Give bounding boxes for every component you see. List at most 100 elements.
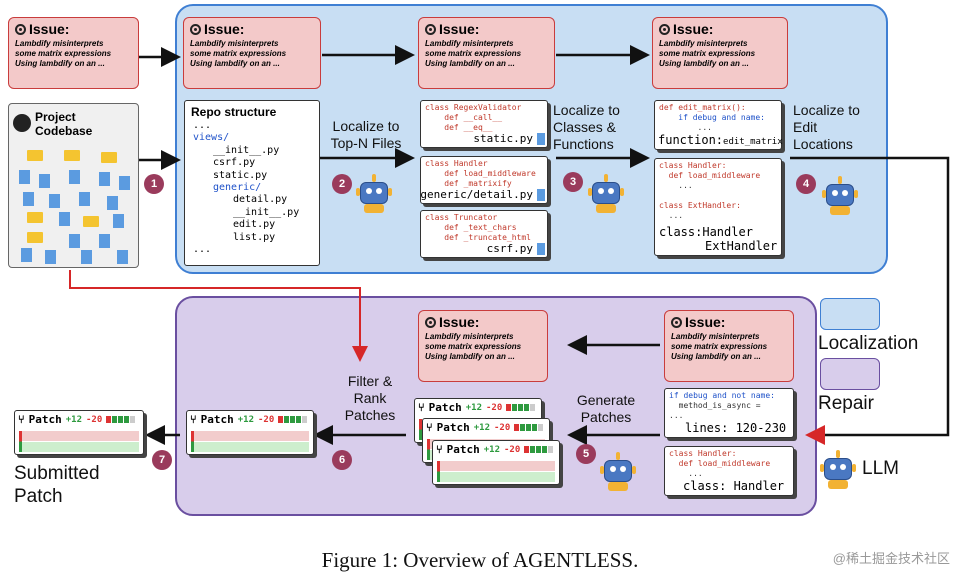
file-card-1: class RegexValidator def __call__ def __… <box>420 100 548 148</box>
step-badge-7: 7 <box>152 450 172 470</box>
file-card-def: def load_middleware <box>444 169 536 178</box>
class2-line: def load_middleware <box>678 459 771 468</box>
diff-added-bar <box>191 442 309 452</box>
issue-icon <box>15 23 26 35</box>
class2-card: class Handler: def load_middleware ... c… <box>664 446 794 496</box>
func-value: edit_matrix <box>723 137 783 147</box>
file-card-filename: static.py <box>473 132 533 145</box>
file-icon <box>39 174 50 188</box>
project-title-1: Project <box>35 110 76 124</box>
issue-icon <box>671 316 682 328</box>
diff-marker <box>419 419 422 440</box>
patch-deletions: -20 <box>486 402 503 413</box>
repo-tree-line: list.py <box>233 231 276 243</box>
issue-title: Issue: <box>673 21 714 37</box>
red-arrow-codebase-to-filter <box>69 270 368 362</box>
file-icon <box>537 189 545 201</box>
issue-title: Issue: <box>439 21 480 37</box>
issue-icon <box>425 23 436 35</box>
repo-tree-line: edit.py <box>233 219 276 231</box>
label-submitted: Submitted Patch <box>14 463 100 507</box>
patch-deletions: -20 <box>86 414 103 425</box>
repo-tree-line: static.py <box>213 169 268 181</box>
patch-additions: +12 <box>237 414 254 425</box>
file-icon <box>537 133 545 145</box>
diff-removed-bar <box>191 431 309 441</box>
git-branch-icon: ⑂ <box>436 443 443 456</box>
label-generate: Generate Patches <box>576 392 636 425</box>
repo-tree-line: detail.py <box>233 194 288 206</box>
patch-title: Patch <box>28 413 62 426</box>
file-icon <box>59 212 70 226</box>
llm-robot-icon <box>600 452 636 492</box>
class-card: class Handler: def load_middleware ... c… <box>654 158 782 256</box>
legend-llm-label: LLM <box>862 458 899 479</box>
git-branch-icon: ⑂ <box>18 413 25 426</box>
repo-tree-line: csrf.py <box>213 157 256 169</box>
step-badge-5: 5 <box>576 444 596 464</box>
file-icon <box>69 234 80 248</box>
file-card-def: def _matrixify <box>444 179 512 188</box>
patch-card-3: ⑂Patch+12-20 <box>432 440 560 485</box>
diff-marker <box>437 461 440 482</box>
diff-stat-squares <box>506 401 536 414</box>
project-title-2: Codebase <box>35 124 93 138</box>
func-label: function: <box>658 133 724 147</box>
lines-label: lines: 120-230 <box>685 421 787 435</box>
class2-line: class Handler: <box>669 449 737 458</box>
git-branch-icon: ⑂ <box>426 421 433 434</box>
repo-tree-line: views/ <box>193 132 230 144</box>
issue-title: Issue: <box>685 314 726 330</box>
patch-title: Patch <box>200 413 234 426</box>
function-card: def edit_matrix(): if debug and name: ..… <box>654 100 783 150</box>
class-line: class ExtHandler: <box>659 201 741 210</box>
repo-tree-line: ... <box>193 120 212 131</box>
file-icon <box>113 214 124 228</box>
issue-box-2: Issue: Lambdify misinterprets some matri… <box>183 17 321 89</box>
file-icon <box>107 196 118 210</box>
issue-box-5: Issue: Lambdify misinterprets some matri… <box>418 310 548 382</box>
patch-deletions: -20 <box>494 422 511 433</box>
file-icon <box>81 250 92 264</box>
step-badge-1: 1 <box>144 174 164 194</box>
issue-body: Lambdify misinterprets some matrix expre… <box>425 332 522 361</box>
lines-line: if debug and not name: <box>669 391 775 400</box>
folder-icon <box>83 216 99 227</box>
legend-localization-label: Localization <box>818 333 919 354</box>
file-card-def: def _truncate_html <box>444 233 531 242</box>
issue-box-4: Issue: Lambdify misinterprets some matri… <box>652 17 788 89</box>
watermark: @稀土掘金技术社区 <box>832 551 950 566</box>
patch-deletions: -20 <box>504 444 521 455</box>
patch-header: ⑂Patch+12-20 <box>415 399 541 416</box>
diff-stat-squares <box>278 413 308 426</box>
folder-icon <box>27 150 43 161</box>
diff-stat-squares <box>524 443 554 456</box>
issue-box-1: Issue: Lambdify misinterprets some matri… <box>8 17 139 89</box>
patch-header: ⑂Patch+12-20 <box>433 441 559 458</box>
issue-body: Lambdify misinterprets some matrix expre… <box>15 39 112 68</box>
lines-line: method_is_async = <box>678 401 761 410</box>
legend-repair-swatch <box>820 358 880 390</box>
legend-repair-label: Repair <box>818 393 874 414</box>
file-card-3: class Truncator def _text_chars def _tru… <box>420 210 548 258</box>
diff-stat-squares <box>106 413 136 426</box>
patch-additions: +12 <box>483 444 500 455</box>
legend-localization-swatch <box>820 298 880 330</box>
file-icon <box>99 172 110 186</box>
project-codebase: Project Codebase <box>8 103 139 268</box>
file-icon <box>117 250 128 264</box>
patch-title: Patch <box>428 401 462 414</box>
step-badge-4: 4 <box>796 174 816 194</box>
diff-marker <box>427 439 430 460</box>
file-card-def: def __eq__ <box>444 123 493 132</box>
issue-title: Issue: <box>29 21 70 37</box>
git-branch-icon: ⑂ <box>418 401 425 414</box>
file-card-2: class Handler def load_middleware def _m… <box>420 156 548 204</box>
file-card-def: def _text_chars <box>444 223 517 232</box>
repo-tree-line: generic/ <box>213 182 262 194</box>
issue-body: Lambdify misinterprets some matrix expre… <box>425 39 522 68</box>
